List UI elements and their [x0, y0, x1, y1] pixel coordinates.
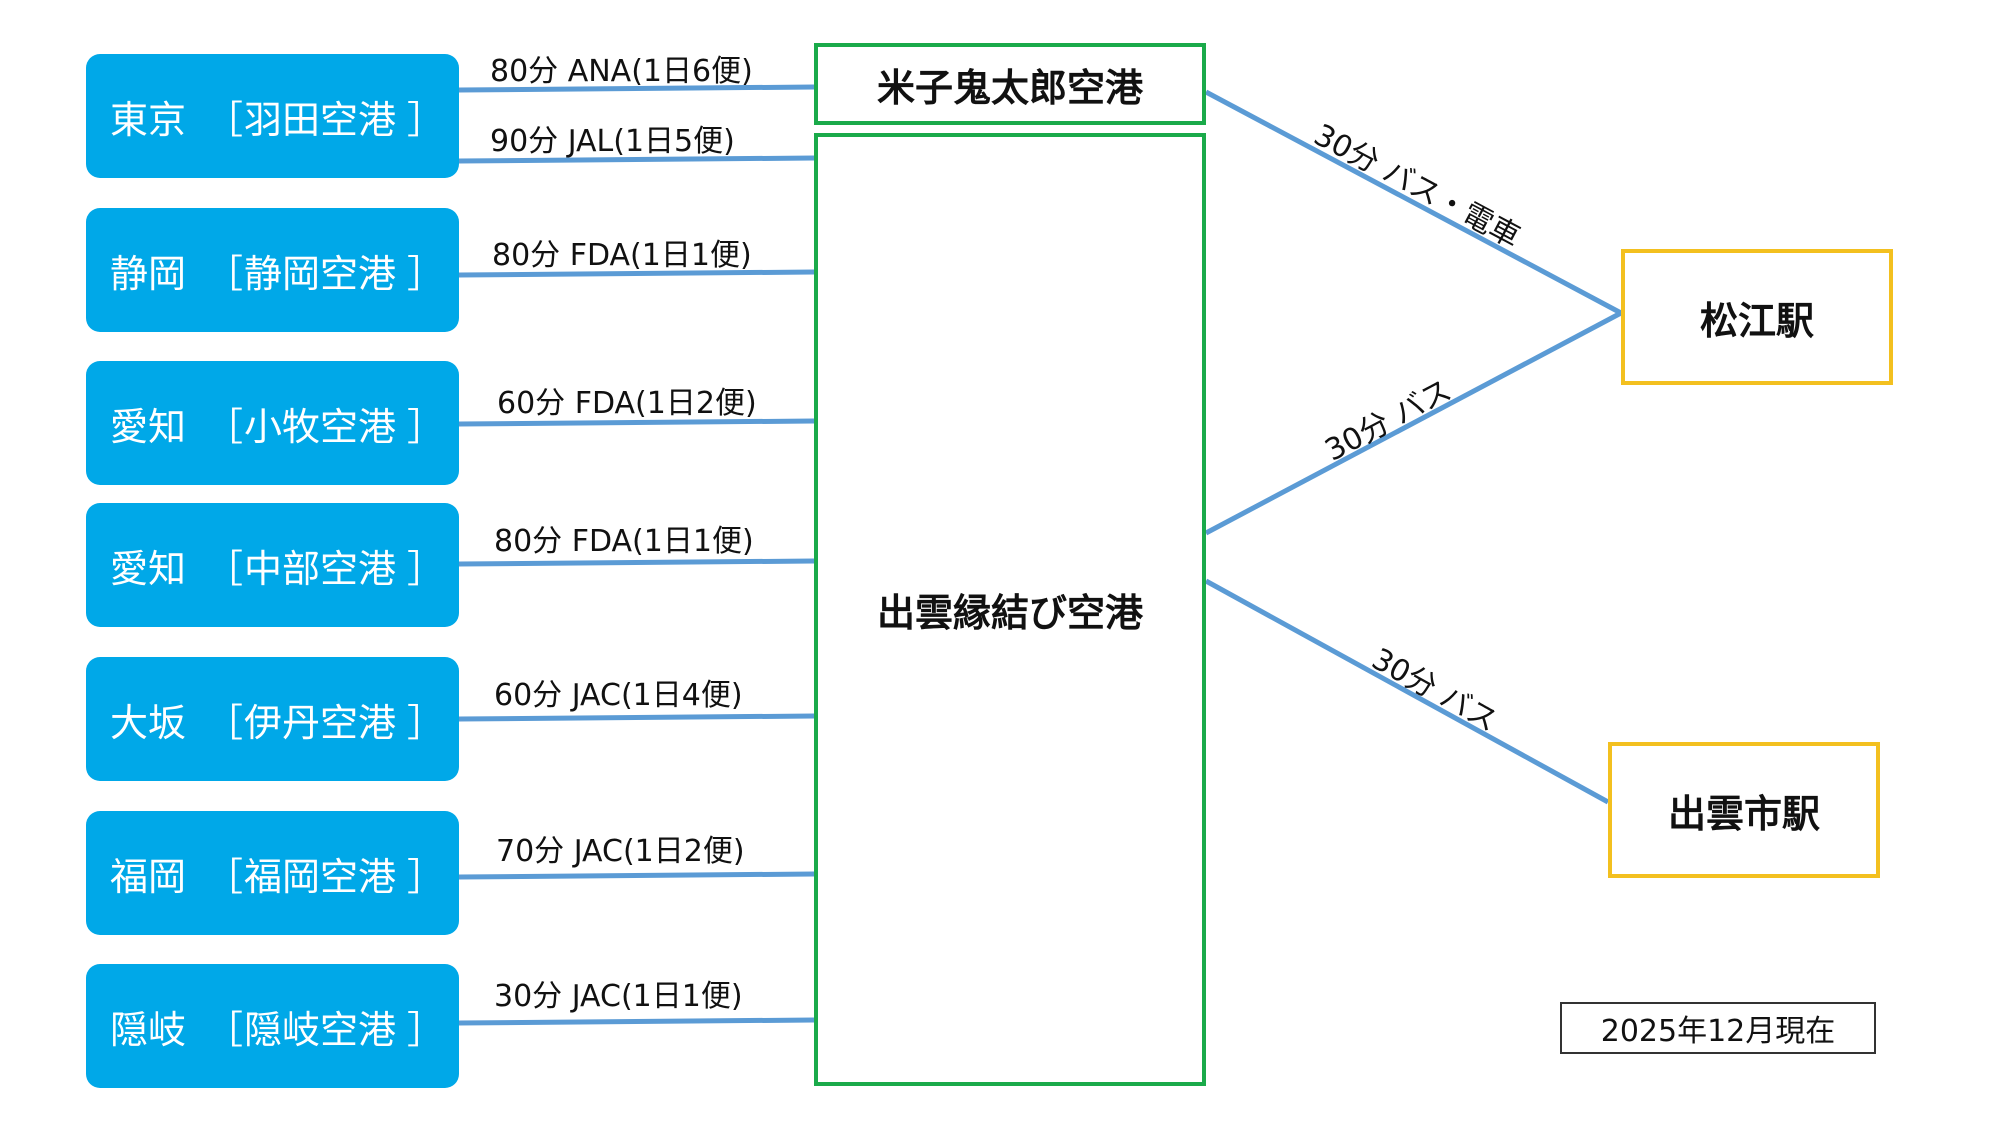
- bracket-open: ［: [204, 854, 243, 899]
- flight-line: [458, 558, 815, 567]
- origin-city: 愛知: [110, 546, 187, 591]
- as-of-note: 2025年12月現在: [1560, 1002, 1876, 1054]
- bracket-close: ］: [406, 1007, 445, 1052]
- bracket-open: ［: [204, 546, 243, 591]
- flight-label: 80分 FDA(1日1便): [492, 238, 752, 273]
- connection-line-izumo-izumoshi: [1204, 578, 1610, 805]
- origin-box-komaki: 愛知 ［小牧空港］: [86, 361, 459, 485]
- flight-label: 70分 JAC(1日2便): [496, 834, 745, 869]
- bracket-open: ［: [204, 1007, 243, 1052]
- origin-airport: 隠岐空港: [244, 1007, 397, 1052]
- flight-label: 60分 FDA(1日2便): [497, 386, 757, 421]
- origin-airport: 小牧空港: [244, 404, 397, 449]
- origin-airport: 羽田空港: [244, 97, 397, 142]
- origin-city: 隠岐: [110, 1007, 187, 1052]
- bracket-close: ］: [406, 700, 445, 745]
- origin-box-oki: 隠岐 ［隠岐空港］: [86, 964, 459, 1088]
- origin-city: 愛知: [110, 404, 187, 449]
- connection-line-izumo-matsue: [1204, 310, 1623, 536]
- flight-label: 80分 FDA(1日1便): [494, 524, 754, 559]
- flight-line: [458, 1017, 815, 1026]
- flight-line: [458, 871, 815, 880]
- origin-airport: 静岡空港: [244, 251, 397, 296]
- flight-line: [458, 713, 815, 722]
- airport-izumo: 出雲縁結び空港: [814, 133, 1206, 1086]
- origin-box-chubu: 愛知 ［中部空港］: [86, 503, 459, 627]
- origin-city: 静岡: [110, 251, 187, 296]
- origin-city: 福岡: [110, 854, 187, 899]
- bracket-close: ］: [406, 854, 445, 899]
- bracket-open: ［: [204, 97, 243, 142]
- flight-line: [458, 418, 815, 427]
- origin-box-fukuoka: 福岡 ［福岡空港］: [86, 811, 459, 935]
- bracket-close: ］: [406, 404, 445, 449]
- bracket-close: ］: [406, 251, 445, 296]
- station-izumoshi: 出雲市駅: [1608, 742, 1880, 878]
- origin-box-haneda: 東京 ［羽田空港］: [86, 54, 459, 178]
- origin-box-shizuoka: 静岡 ［静岡空港］: [86, 208, 459, 332]
- bracket-open: ［: [204, 700, 243, 745]
- flight-label: 30分 JAC(1日1便): [494, 979, 743, 1014]
- flight-line: [458, 155, 815, 164]
- bracket-open: ［: [204, 251, 243, 296]
- origin-city: 東京: [110, 97, 187, 142]
- connection-line-yonago-matsue: [1204, 89, 1623, 316]
- flight-label: 80分 ANA(1日6便): [490, 54, 753, 89]
- origin-box-itami: 大坂 ［伊丹空港］: [86, 657, 459, 781]
- airport-yonago: 米子鬼太郎空港: [814, 43, 1206, 125]
- flight-label: 60分 JAC(1日4便): [494, 678, 743, 713]
- bracket-close: ］: [406, 97, 445, 142]
- flight-label: 90分 JAL(1日5便): [490, 124, 735, 159]
- flight-line: [458, 269, 815, 278]
- origin-airport: 伊丹空港: [244, 700, 397, 745]
- station-matsue: 松江駅: [1621, 249, 1893, 385]
- origin-city: 大坂: [110, 700, 187, 745]
- bracket-close: ］: [406, 546, 445, 591]
- origin-airport: 中部空港: [244, 546, 397, 591]
- origin-airport: 福岡空港: [244, 854, 397, 899]
- flight-line: [458, 84, 815, 93]
- bracket-open: ［: [204, 404, 243, 449]
